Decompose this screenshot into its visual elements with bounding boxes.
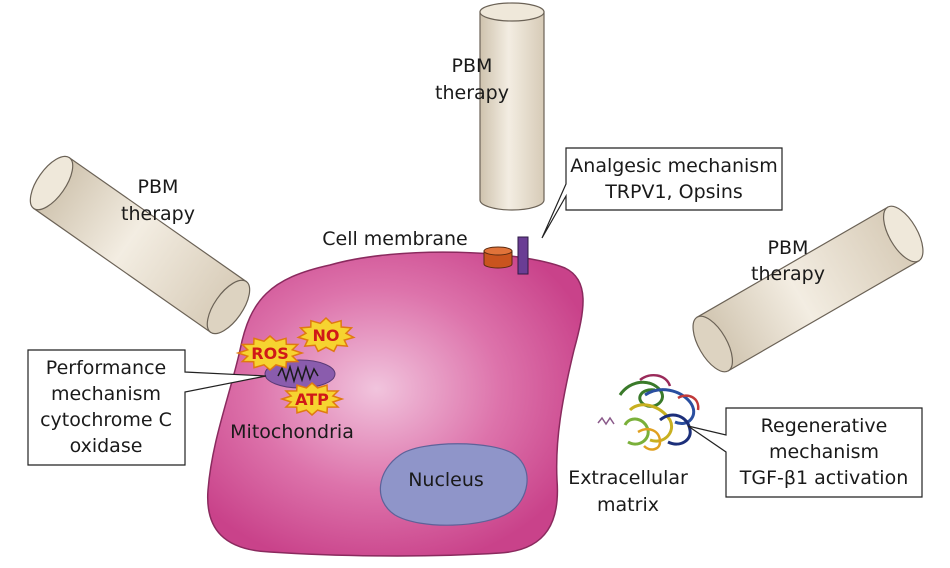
pbm-top-label-line2: therapy [435,82,509,104]
burst-no: NO [296,316,356,353]
pbm-left-label-line1: PBM [138,176,179,198]
burst-ros-label: ROS [251,344,288,363]
analgesic-line1: Analgesic mechanism [570,155,777,177]
burst-no-label: NO [313,326,340,345]
pbm-beam-left [29,155,251,335]
analgesic-line2: TRPV1, Opsins [604,181,743,203]
mitochondria-label: Mitochondria [230,421,354,443]
analgesic-callout: Analgesic mechanism TRPV1, Opsins [541,147,783,239]
performance-line4: oxidase [70,435,143,457]
performance-line2: mechanism [51,383,161,405]
regenerative-line3: TGF-β1 activation [739,467,908,489]
extracellular-label-line2: matrix [597,494,659,516]
receptor-purple [517,236,529,275]
performance-line3: cytochrome C [40,409,172,431]
regenerative-callout: Regenerative mechanism TGF-β1 activation [687,407,923,498]
cell-membrane-label: Cell membrane [322,228,468,250]
pbm-beam-top [479,2,545,211]
pbm-top-label-line1: PBM [452,55,493,77]
pbm-left-label-line2: therapy [121,203,195,225]
pbm-right-label-line1: PBM [768,237,809,259]
burst-ros: ROS [235,335,305,371]
performance-line1: Performance [46,357,166,379]
protein-structure [597,373,700,451]
pbm-beam-right [692,205,924,373]
nucleus [379,443,528,526]
regenerative-line1: Regenerative [761,415,888,437]
regenerative-line2: mechanism [769,441,879,463]
pbm-right-label-line2: therapy [751,263,825,285]
receptor-orange [483,246,513,269]
nucleus-label: Nucleus [408,469,484,491]
performance-callout: Performance mechanism cytochrome C oxida… [27,349,267,466]
extracellular-label-line1: Extracellular [568,467,688,489]
mitochondrion-cristae [277,364,319,384]
burst-atp-label: ATP [295,390,329,409]
burst-atp: ATP [279,382,345,416]
